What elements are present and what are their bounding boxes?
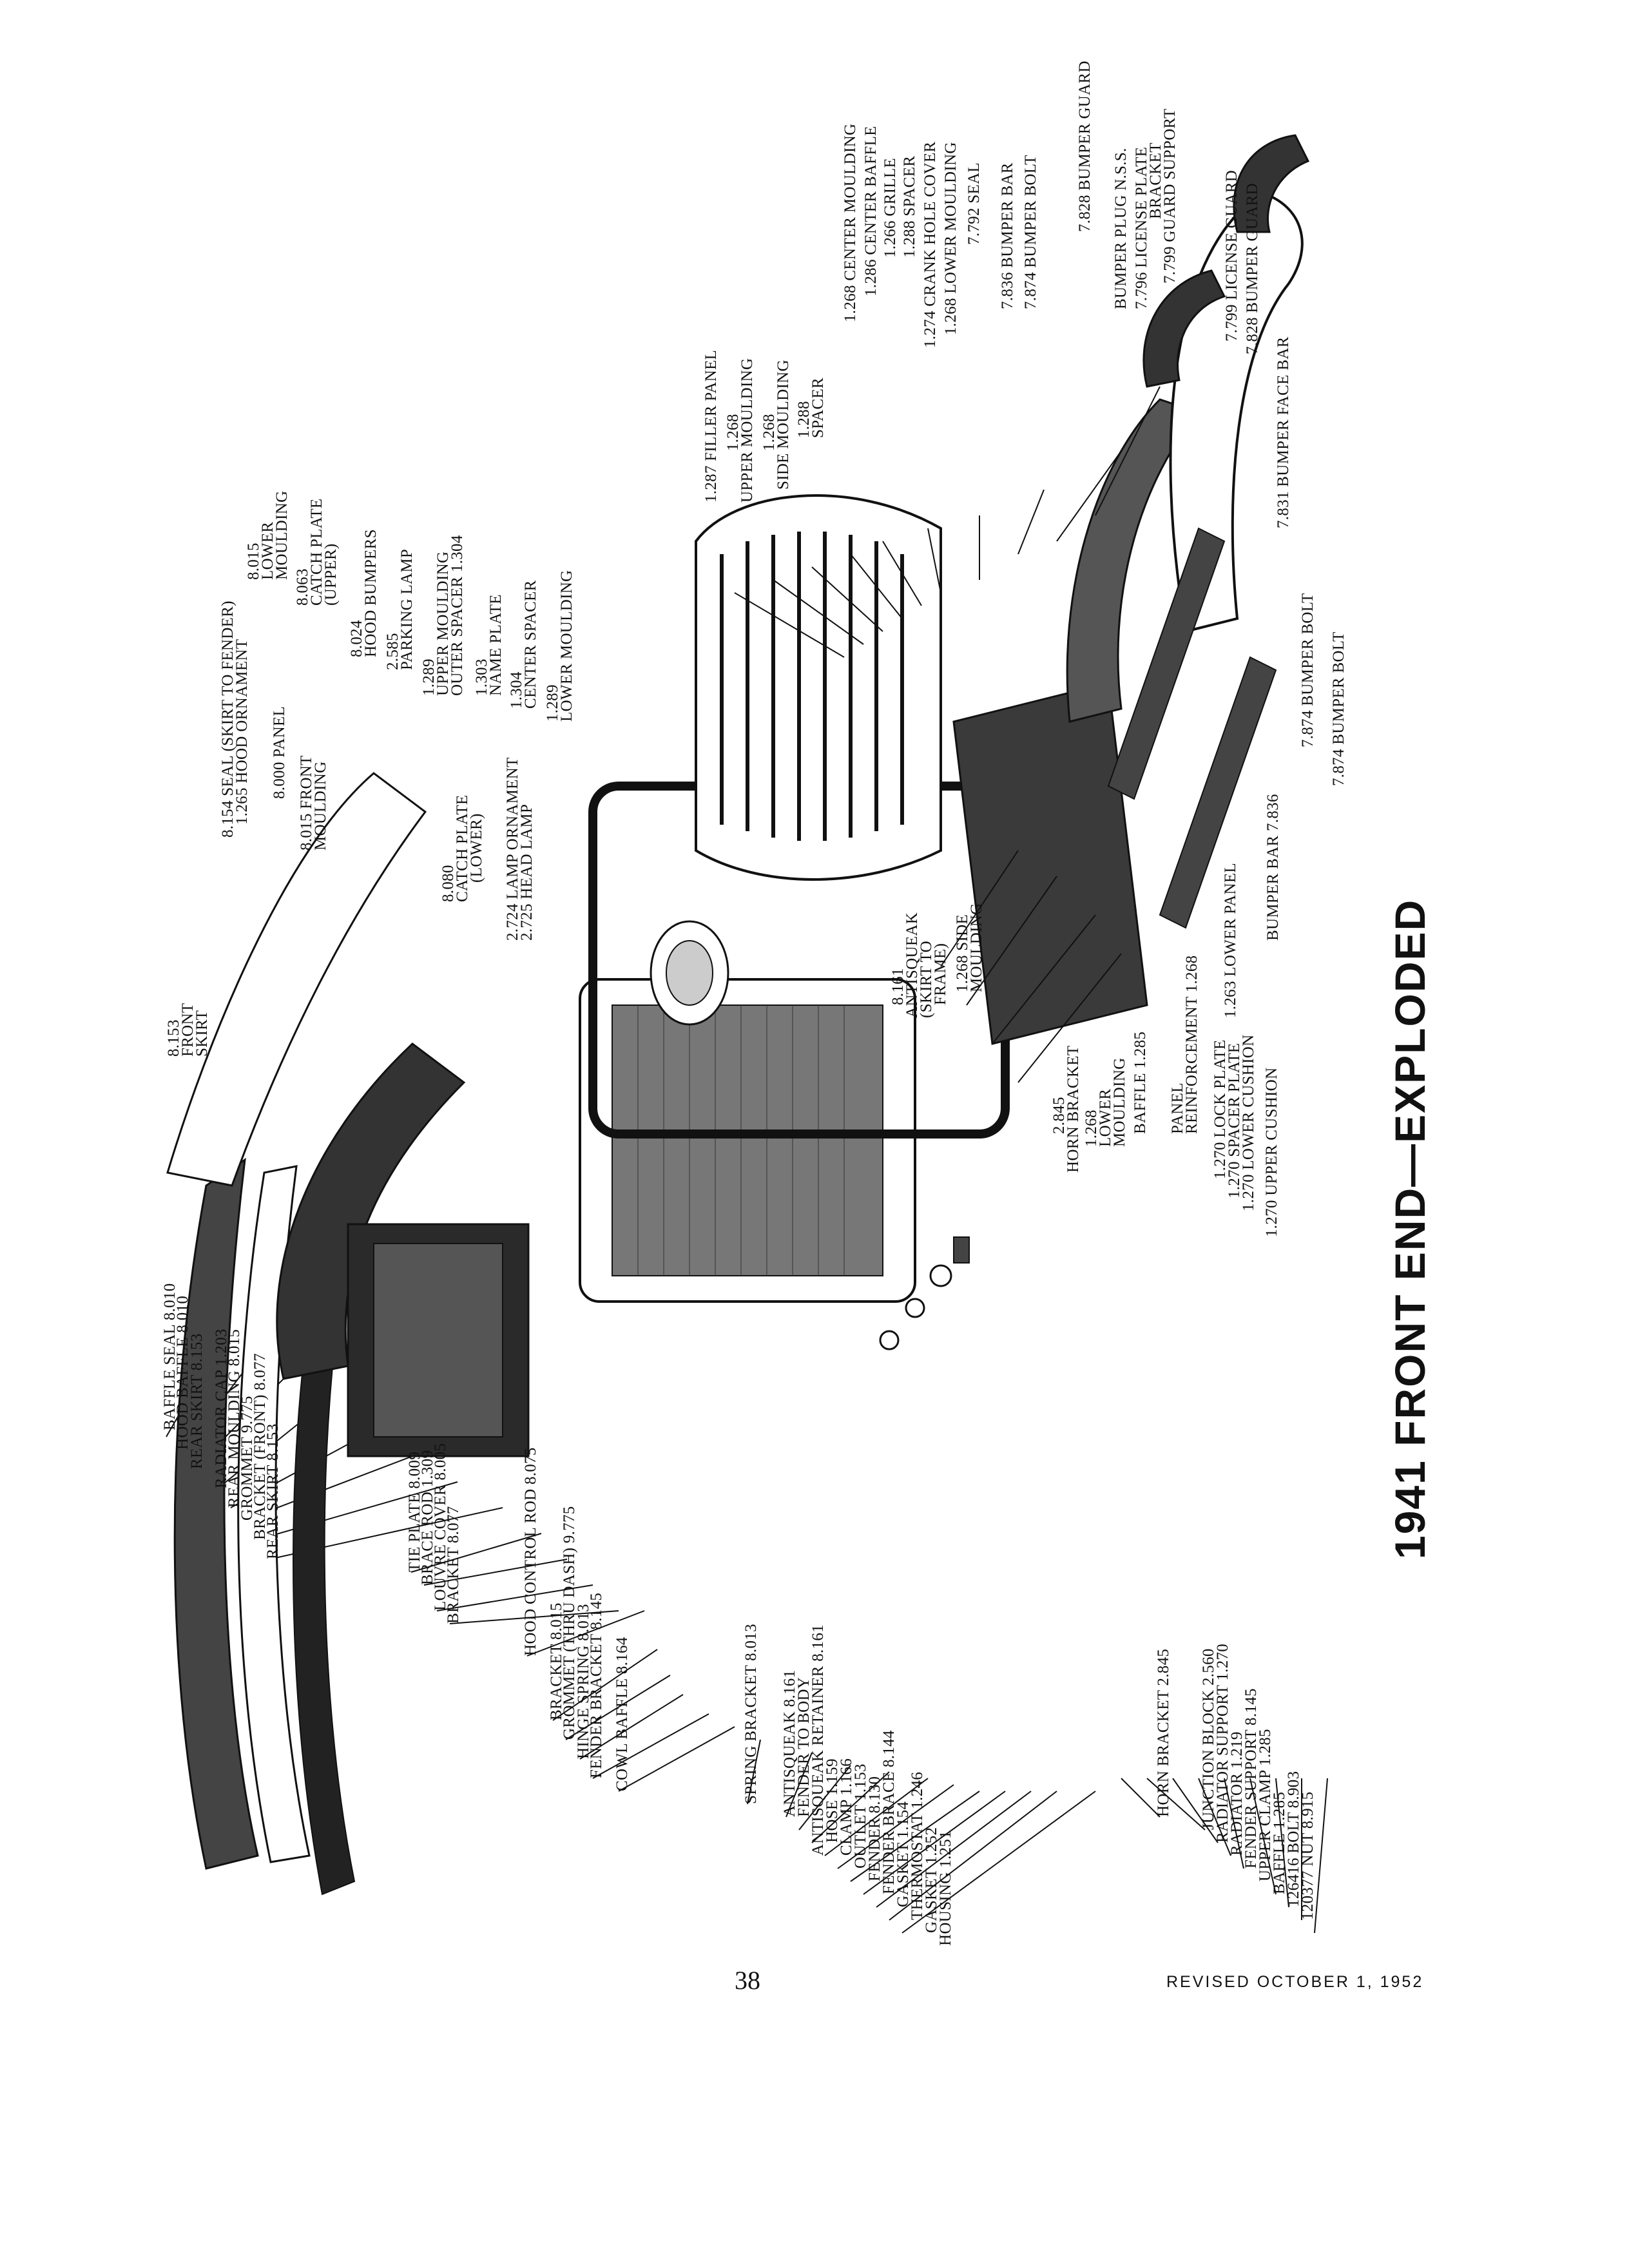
label-hood-control-rod: HOOD CONTROL ROD 8.075 [522,1447,539,1656]
label-catch-plate-lower-3: (LOWER) [468,813,485,883]
label-bumper-bar-b: 7.836 BUMPER BAR [999,162,1016,309]
label-panel-reinf-2: REINFORCEMENT 1.268 [1183,955,1200,1134]
label-cowl-baffle: COWL BAFFLE 8.164 [613,1637,631,1791]
label-housing: HOUSING 1.251 [937,1831,954,1946]
label-lower-moulding-b-2: LOWER MOULDING [558,570,575,722]
label-fender-bracket: FENDER BRACKET 8.145 [588,1592,605,1778]
label-spring-bracket: SPRING BRACKET 8.013 [742,1624,760,1804]
label-lower-moulding-top-3: MOULDING [273,490,291,581]
label-hood-ornament: 1.265 HOOD ORNAMENT [233,639,251,825]
label-nut: 120377 NUT 8.915 [1299,1791,1316,1920]
label-bumper-guard-a: 7.828 BUMPER GUARD [1076,61,1094,232]
label-rear-skirt-b: REAR SKIRT 8.153 [264,1423,282,1559]
label-lower-cushion: 1.270 LOWER CUSHION [1240,1034,1257,1211]
label-bumper-bolt-b: 7.874 BUMPER BOLT [1299,593,1316,747]
label-bumper-plug: BUMPER PLUG N.S.S. [1112,148,1130,309]
label-seal: 7.792 SEAL [965,162,983,245]
label-baffle-b: BAFFLE 1.285 [1132,1031,1149,1134]
label-lower-moulding-c-3: MOULDING [1111,1057,1128,1148]
label-rear-skirt-a: REAR SKIRT 8.153 [188,1333,206,1469]
label-grille: 1.266 GRILLE [882,158,899,258]
label-spacer-b: 1.288 SPACER [901,155,918,258]
label-bumper-bar-a: BUMPER BAR 7.836 [1264,794,1282,941]
rotated-catalog-page: BAFFLE SEAL 8.010 HOOD BAFFLE 8.010 REAR… [13,13,1495,2139]
label-hood-bumpers-2: HOOD BUMPERS [362,529,380,657]
page-title: 1941 FRONT END—EXPLODED [1386,898,1434,1559]
label-front-skirt-3: SKIRT [193,1010,211,1057]
label-bumper-face-bar: 7.831 BUMPER FACE BAR [1275,336,1292,528]
label-lower-panel: 1.263 LOWER PANEL [1222,863,1239,1018]
label-outer-spacer: OUTER SPACER 1.304 [448,535,466,696]
label-side-moulding-b-2: SIDE MOULDING [775,360,792,490]
label-head-lamp: 2.725 HEAD LAMP [518,803,535,941]
label-bumper-bolt-c: 7.874 BUMPER BOLT [1330,631,1347,786]
label-front-moulding-2: MOULDING [312,761,329,851]
label-center-spacer-2: CENTER SPACER [522,580,539,709]
page-number: 38 [735,1966,760,1995]
label-center-moulding: 1.268 CENTER MOULDING [842,123,859,322]
label-spacer-a-2: SPACER [809,378,827,438]
label-bumper-guard-b: 7.828 BUMPER GUARD [1244,183,1261,354]
label-crank-hole-cover: 1.274 CRANK HOLE COVER [921,141,939,349]
label-panel: 8.000 PANEL [271,706,288,799]
exploded-front-end-drawing [166,134,1328,1934]
label-catch-plate-upper-3: (UPPER) [322,543,340,606]
label-upper-moulding-b-2: UPPER MOULDING [738,358,756,503]
label-upper-cushion: 1.270 UPPER CUSHION [1263,1067,1280,1237]
label-bracket-a: BRACKET 8.077 [445,1506,462,1624]
label-name-plate-2: NAME PLATE [487,594,505,696]
label-antisqueak-frame-4: FRAME) [932,943,949,1005]
label-horn-bracket-b-2: HORN BRACKET [1065,1045,1082,1173]
label-side-moulding-a-2: MOULDING [968,903,985,993]
label-filler-panel: 1.287 FILLER PANEL [702,349,720,503]
label-lower-moulding-d: 1.268 LOWER MOULDING [942,142,959,335]
label-horn-bracket-a: HORN BRACKET 2.845 [1155,1648,1172,1817]
label-bumper-bolt-a: 7.874 BUMPER BOLT [1022,155,1039,309]
revision-date: REVISED OCTOBER 1, 1952 [1166,1973,1424,1991]
label-license-guard: 7.799 LICENSE GUARD [1223,169,1240,341]
label-guard-support: 7.799 GUARD SUPPORT [1161,108,1179,284]
label-center-baffle: 1.286 CENTER BAFFLE [862,126,880,296]
label-parking-lamp-2: PARKING LAMP [398,548,416,670]
